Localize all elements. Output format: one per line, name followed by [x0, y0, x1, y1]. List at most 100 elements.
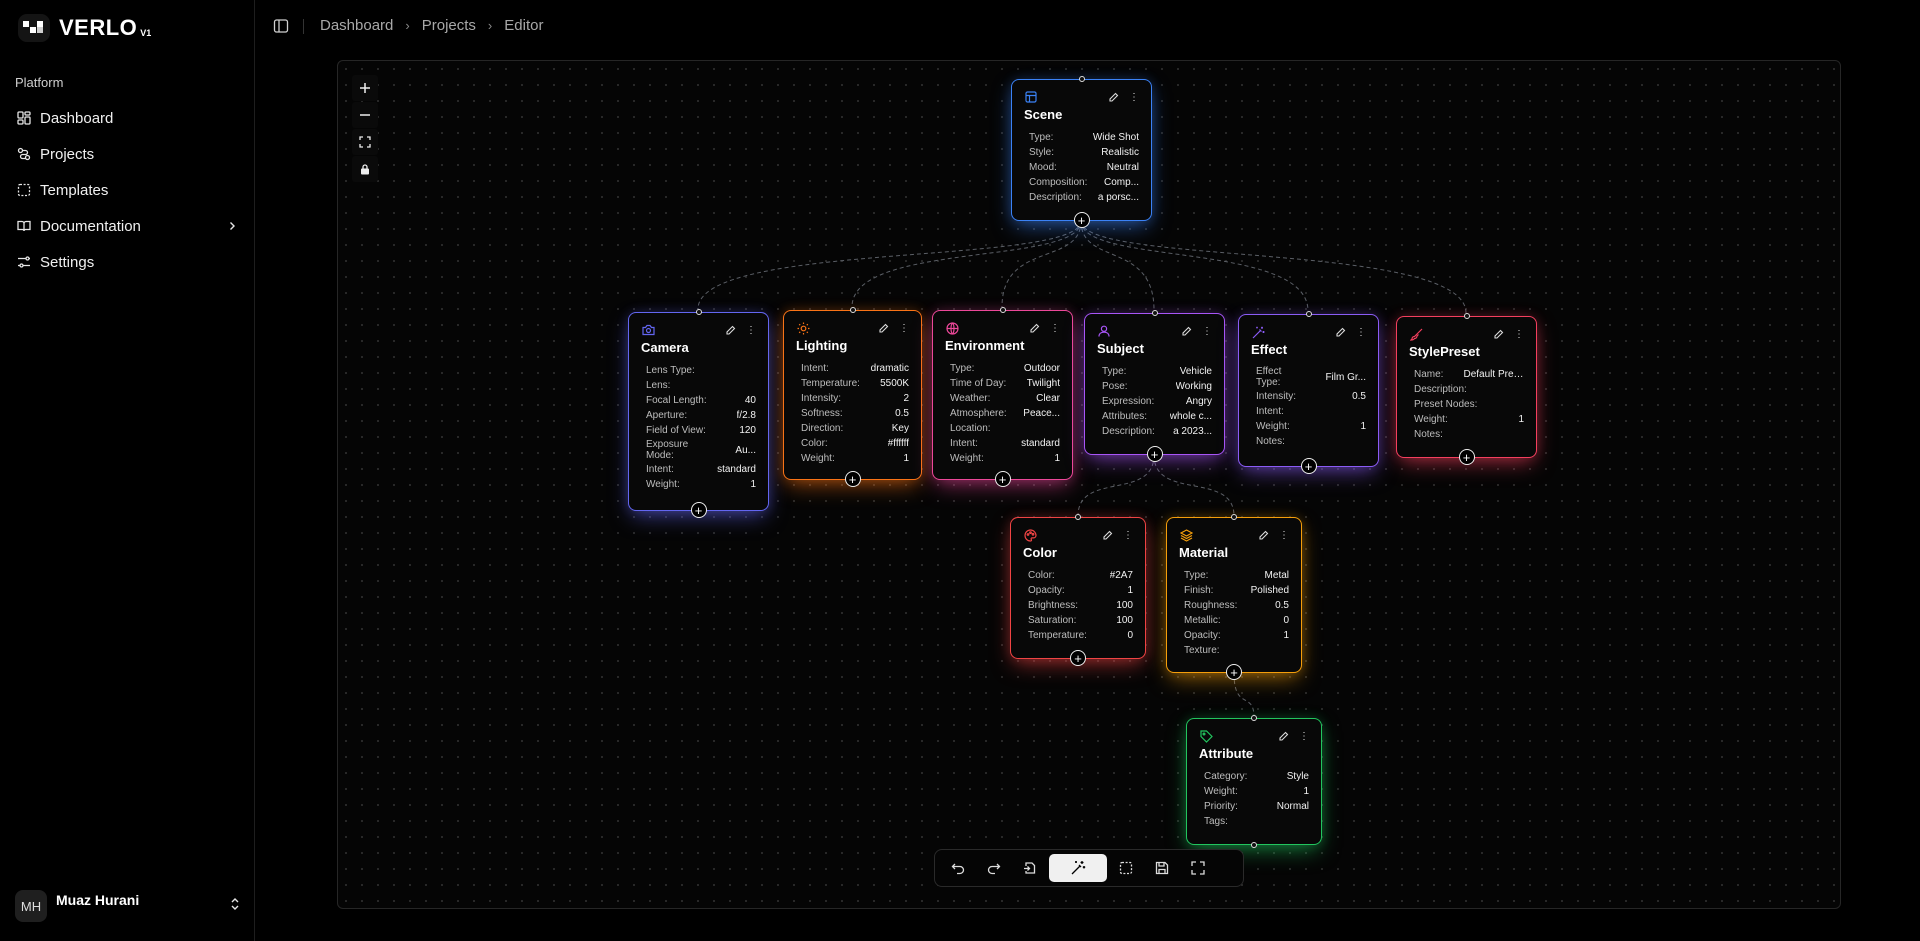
- zoom-in-button[interactable]: [352, 75, 378, 101]
- more-vertical-icon[interactable]: ⋮: [1356, 326, 1366, 338]
- sidebar-item-label: Documentation: [40, 217, 141, 235]
- property-value: 1: [1283, 630, 1289, 641]
- node-effect[interactable]: ⋮ Effect Effect Type:Film Gr...Intensity…: [1238, 311, 1379, 474]
- edit-icon[interactable]: [1279, 730, 1289, 742]
- node-output-handle[interactable]: [1251, 842, 1257, 848]
- edit-icon[interactable]: [726, 324, 736, 336]
- node-input-handle[interactable]: [1251, 715, 1257, 721]
- node-input-handle[interactable]: [1075, 514, 1081, 520]
- palette-icon: [1023, 528, 1037, 542]
- sidebar-item-documentation[interactable]: Documentation: [0, 208, 255, 244]
- more-vertical-icon[interactable]: ⋮: [1514, 328, 1524, 340]
- node-input-handle[interactable]: [1151, 310, 1158, 316]
- add-child-button[interactable]: +: [844, 471, 861, 487]
- property-value: Angry: [1185, 396, 1212, 407]
- user-menu[interactable]: MH Muaz Hurani: [15, 890, 240, 922]
- add-child-button[interactable]: +: [1226, 664, 1242, 680]
- property-value: Peace...: [1023, 408, 1060, 419]
- save-button[interactable]: [1145, 854, 1179, 882]
- property-label: Intent:: [646, 464, 674, 475]
- fit-view-button[interactable]: [352, 129, 378, 155]
- edit-icon[interactable]: [1109, 91, 1119, 103]
- add-child-button[interactable]: +: [1146, 446, 1163, 462]
- undo-button[interactable]: [941, 854, 975, 882]
- lock-button[interactable]: [352, 156, 378, 182]
- add-child-button[interactable]: +: [994, 471, 1011, 487]
- sidebar-item-settings[interactable]: Settings: [0, 244, 255, 280]
- add-child-button[interactable]: +: [1070, 650, 1086, 666]
- edit-icon[interactable]: [1030, 322, 1040, 334]
- property-label: Name:: [1414, 369, 1444, 380]
- property-value: 100: [1116, 615, 1133, 626]
- sidebar-toggle-icon[interactable]: [273, 18, 289, 34]
- node-input-handle[interactable]: [1463, 313, 1470, 319]
- add-child-button[interactable]: +: [1458, 449, 1475, 465]
- node-input-handle[interactable]: [695, 309, 702, 315]
- edit-icon[interactable]: [1494, 328, 1504, 340]
- property-value: Neutral: [1106, 162, 1139, 173]
- breadcrumb-projects[interactable]: Projects: [421, 17, 476, 34]
- magic-wand-icon: [1251, 325, 1265, 339]
- property-value: 1: [1518, 414, 1524, 425]
- ai-generate-button[interactable]: [1049, 854, 1107, 882]
- property-label: Description:: [1102, 426, 1155, 437]
- more-vertical-icon[interactable]: ⋮: [899, 322, 909, 334]
- property-label: Softness:: [801, 408, 843, 419]
- more-vertical-icon[interactable]: ⋮: [1050, 322, 1060, 334]
- brush-icon: [1409, 327, 1423, 341]
- property-row: Weight:1: [1251, 419, 1366, 434]
- property-label: Intensity:: [1256, 391, 1297, 402]
- sidebar-item-dashboard[interactable]: Dashboard: [0, 100, 255, 136]
- property-label: Mood:: [1029, 162, 1057, 173]
- dashboard-icon: [16, 110, 32, 126]
- edit-icon[interactable]: [1336, 326, 1346, 338]
- fullscreen-button[interactable]: [1181, 854, 1215, 882]
- zoom-controls: [352, 75, 378, 182]
- add-child-button[interactable]: +: [690, 502, 707, 518]
- breadcrumb-dashboard[interactable]: Dashboard: [320, 17, 394, 34]
- node-input-handle[interactable]: [1305, 311, 1312, 317]
- node-input-handle[interactable]: [849, 307, 856, 313]
- zoom-out-button[interactable]: [352, 102, 378, 128]
- more-vertical-icon[interactable]: ⋮: [1123, 529, 1133, 541]
- more-vertical-icon[interactable]: ⋮: [746, 324, 756, 336]
- projects-icon: [16, 146, 32, 162]
- select-area-button[interactable]: [1109, 854, 1143, 882]
- node-input-handle[interactable]: [1231, 514, 1237, 520]
- redo-button[interactable]: [977, 854, 1011, 882]
- import-button[interactable]: [1013, 854, 1047, 882]
- more-vertical-icon[interactable]: ⋮: [1299, 730, 1309, 742]
- edit-icon[interactable]: [1182, 325, 1192, 337]
- property-label: Notes:: [1256, 436, 1285, 447]
- edit-icon[interactable]: [1259, 529, 1269, 541]
- edit-icon[interactable]: [1103, 529, 1113, 541]
- sidebar-item-projects[interactable]: Projects: [0, 136, 255, 172]
- node-input-handle[interactable]: [1078, 76, 1085, 82]
- app-logo[interactable]: VERLO V1: [15, 12, 151, 43]
- add-child-button[interactable]: +: [1073, 212, 1090, 228]
- add-child-button[interactable]: +: [1300, 458, 1317, 474]
- avatar: MH: [15, 890, 47, 922]
- node-input-handle[interactable]: [999, 307, 1006, 313]
- more-vertical-icon[interactable]: ⋮: [1129, 91, 1139, 103]
- property-label: Metallic:: [1184, 615, 1221, 626]
- more-vertical-icon[interactable]: ⋮: [1202, 325, 1212, 337]
- sidebar-item-templates[interactable]: Templates: [0, 172, 255, 208]
- more-vertical-icon[interactable]: ⋮: [1279, 529, 1289, 541]
- edit-icon[interactable]: [879, 322, 889, 334]
- property-value: Normal: [1276, 801, 1309, 812]
- chevron-right-icon[interactable]: [227, 218, 237, 235]
- property-row: Intent:standard: [641, 462, 756, 477]
